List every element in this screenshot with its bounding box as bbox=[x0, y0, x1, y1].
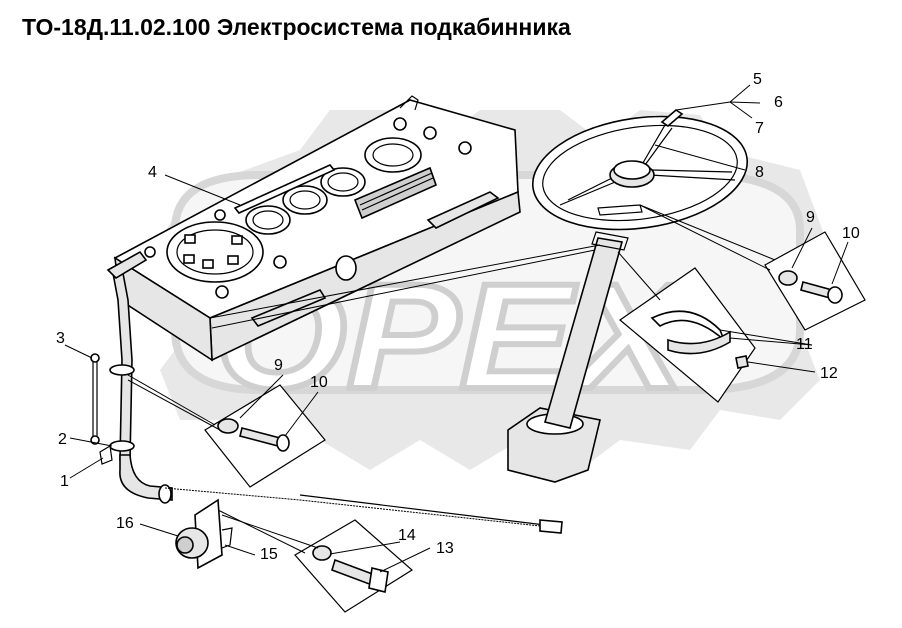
gauge-2 bbox=[282, 185, 328, 215]
gauge-1 bbox=[245, 205, 291, 235]
callout-6: 6 bbox=[774, 94, 783, 111]
plug-connector bbox=[539, 519, 563, 534]
gauge-3 bbox=[320, 167, 366, 197]
detail-panel-bolt-left bbox=[204, 384, 326, 488]
switch-bracket bbox=[175, 498, 233, 570]
callout-9-right: 9 bbox=[806, 209, 815, 226]
clamp-lower bbox=[109, 440, 135, 452]
front-connector bbox=[426, 191, 500, 229]
callout-11: 11 bbox=[796, 336, 813, 353]
watermark-text: OPEX bbox=[215, 252, 694, 420]
washer-9a bbox=[217, 418, 239, 434]
detail-panel-strap bbox=[619, 267, 756, 403]
screw-12 bbox=[735, 355, 749, 369]
callout-1: 1 bbox=[60, 473, 69, 490]
detail-panel-bolt-lower bbox=[294, 519, 414, 613]
wire-harness bbox=[164, 204, 781, 534]
callout-13: 13 bbox=[436, 540, 454, 557]
washer-14 bbox=[312, 545, 332, 561]
callout-4: 4 bbox=[148, 164, 157, 181]
callout-7: 7 bbox=[755, 120, 764, 137]
callout-leaders bbox=[64, 84, 849, 573]
page-title: ТО-18Д.11.02.100 Электросистема подкабин… bbox=[22, 14, 571, 40]
harness-tube bbox=[90, 250, 173, 504]
callout-labels: 1 2 3 4 5 6 7 8 9 10 9 10 11 12 13 14 15… bbox=[56, 71, 860, 563]
detail-panel-bolt-right bbox=[764, 231, 866, 331]
steering-assembly bbox=[507, 108, 749, 483]
tachometer-gauge bbox=[166, 221, 264, 283]
dashboard-panel bbox=[113, 95, 521, 362]
callout-14: 14 bbox=[398, 527, 416, 544]
callout-16: 16 bbox=[116, 515, 134, 532]
callout-3: 3 bbox=[56, 330, 65, 347]
washer-9b bbox=[778, 270, 798, 286]
callout-8: 8 bbox=[755, 164, 764, 181]
callout-15: 15 bbox=[260, 546, 278, 563]
callout-2: 2 bbox=[58, 431, 67, 448]
callout-10-left: 10 bbox=[310, 374, 328, 391]
callout-12: 12 bbox=[820, 365, 838, 382]
callout-10-right: 10 bbox=[842, 225, 860, 242]
steering-column bbox=[543, 237, 624, 429]
callout-9-left: 9 bbox=[274, 357, 283, 374]
callout-5: 5 bbox=[753, 71, 762, 88]
clamp-upper bbox=[109, 364, 135, 376]
